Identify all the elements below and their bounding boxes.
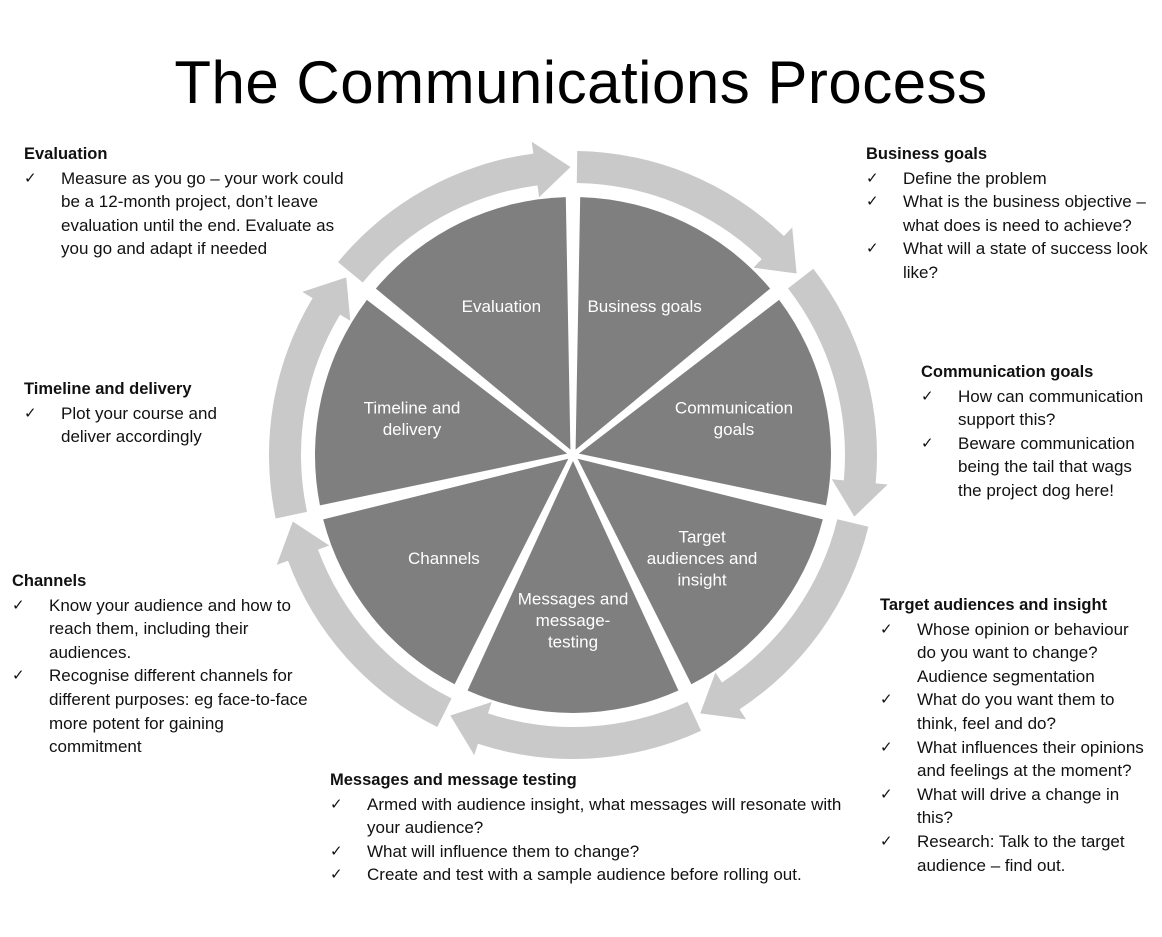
business-goals-note: Business goals Define the problemWhat is…: [866, 143, 1156, 285]
wheel-segment-messages: [467, 461, 679, 713]
checklist-item: What influences their opinions and feeli…: [880, 736, 1145, 783]
wheel-segment-timeline: [314, 299, 568, 506]
wheel-segment-evaluation: [375, 197, 571, 450]
evaluation-note: Evaluation Measure as you go – your work…: [24, 143, 364, 261]
checklist-item: Recognise different channels for differe…: [12, 664, 317, 758]
checklist-item: Create and test with a sample audience b…: [330, 863, 850, 887]
wheel-label-timeline: Timeline and delivery: [364, 399, 461, 440]
channels-checklist: Know your audience and how to reach them…: [12, 594, 317, 759]
checklist-item: Armed with audience insight, what messag…: [330, 793, 850, 840]
wheel-label-messages: Messages and message-testing: [518, 590, 629, 652]
messages-testing-heading: Messages and message testing: [330, 771, 577, 789]
checklist-item: Measure as you go – your work could be a…: [24, 167, 364, 261]
evaluation-checklist: Measure as you go – your work could be a…: [24, 167, 364, 261]
wheel-label-line: Timeline and: [364, 399, 461, 418]
cycle-arrow-communication: [788, 268, 888, 517]
cycle-arrow-evaluation: [337, 141, 571, 283]
wheel-label-line: insight: [678, 570, 727, 589]
wheel-label-business: Business goals: [587, 297, 701, 316]
wheel-segment-channels: [323, 458, 569, 685]
communication-goals-checklist: How can communication support this?Bewar…: [921, 385, 1146, 503]
business-goals-checklist: Define the problemWhat is the business o…: [866, 167, 1156, 285]
wheel-label-line: Messages and: [518, 590, 629, 609]
checklist-item: Define the problem: [866, 167, 1156, 191]
cycle-arrow-business: [576, 151, 797, 274]
checklist-item: What will drive a change in this?: [880, 783, 1145, 830]
checklist-item: Beware communication being the tail that…: [921, 432, 1146, 503]
checklist-item: How can communication support this?: [921, 385, 1146, 432]
wheel-label-line: Communication: [675, 399, 793, 418]
checklist-item: Know your audience and how to reach them…: [12, 594, 317, 665]
channels-note: Channels Know your audience and how to r…: [12, 570, 317, 759]
wheel-segments: [314, 197, 832, 713]
wheel-label-line: goals: [714, 420, 755, 439]
wheel-label-communication: Communication goals: [675, 399, 793, 440]
communication-goals-heading: Communication goals: [921, 363, 1094, 381]
page-title: The Communications Process: [174, 49, 988, 116]
messages-testing-checklist: Armed with audience insight, what messag…: [330, 793, 850, 887]
wheel-segment-target: [577, 458, 823, 685]
checklist-item: What will influence them to change?: [330, 840, 850, 864]
wheel-label-line: message-: [536, 611, 611, 630]
checklist-item: Plot your course and deliver accordingly: [24, 402, 254, 449]
timeline-delivery-note: Timeline and delivery Plot your course a…: [24, 378, 254, 449]
cycle-arrow-channels: [276, 521, 452, 728]
wheel-label-line: Channels: [408, 549, 480, 568]
business-goals-heading: Business goals: [866, 145, 988, 163]
evaluation-heading: Evaluation: [24, 145, 108, 163]
checklist-item: Research: Talk to the target audience – …: [880, 830, 1145, 877]
channels-heading: Channels: [12, 572, 87, 590]
wheel-label-evaluation: Evaluation: [462, 297, 541, 316]
wheel-label-channels: Channels: [408, 549, 480, 568]
cycle-arrow-messages: [450, 701, 702, 760]
cycle-arrow-timeline: [269, 277, 351, 519]
checklist-item: What do you want them to think, feel and…: [880, 688, 1145, 735]
checklist-item: What will a state of success look like?: [866, 237, 1156, 284]
checklist-item: What is the business objective – what do…: [866, 190, 1156, 237]
target-audiences-checklist: Whose opinion or behaviour do you want t…: [880, 618, 1145, 878]
target-audiences-heading: Target audiences and insight: [880, 596, 1108, 614]
wheel-label-line: audiences and: [647, 549, 758, 568]
checklist-item: Whose opinion or behaviour do you want t…: [880, 618, 1145, 689]
wheel-label-target: Target audiences and insight: [647, 527, 758, 589]
messages-testing-note: Messages and message testing Armed with …: [330, 769, 850, 887]
target-audiences-note: Target audiences and insight Whose opini…: [880, 594, 1145, 877]
wheel-label-line: Target: [678, 527, 726, 546]
wheel-segment-communication: [578, 299, 832, 506]
wheel-segment-business: [575, 197, 771, 450]
wheel-label-line: Business goals: [587, 297, 701, 316]
wheel-label-line: testing: [548, 633, 598, 652]
communication-goals-note: Communication goals How can communicatio…: [921, 361, 1146, 503]
cycle-arrows: [269, 141, 888, 760]
wheel-label-line: delivery: [383, 420, 442, 439]
cycle-arrow-target: [700, 519, 869, 720]
timeline-delivery-checklist: Plot your course and deliver accordingly: [24, 402, 254, 449]
timeline-delivery-heading: Timeline and delivery: [24, 380, 192, 398]
wheel-label-line: Evaluation: [462, 297, 541, 316]
